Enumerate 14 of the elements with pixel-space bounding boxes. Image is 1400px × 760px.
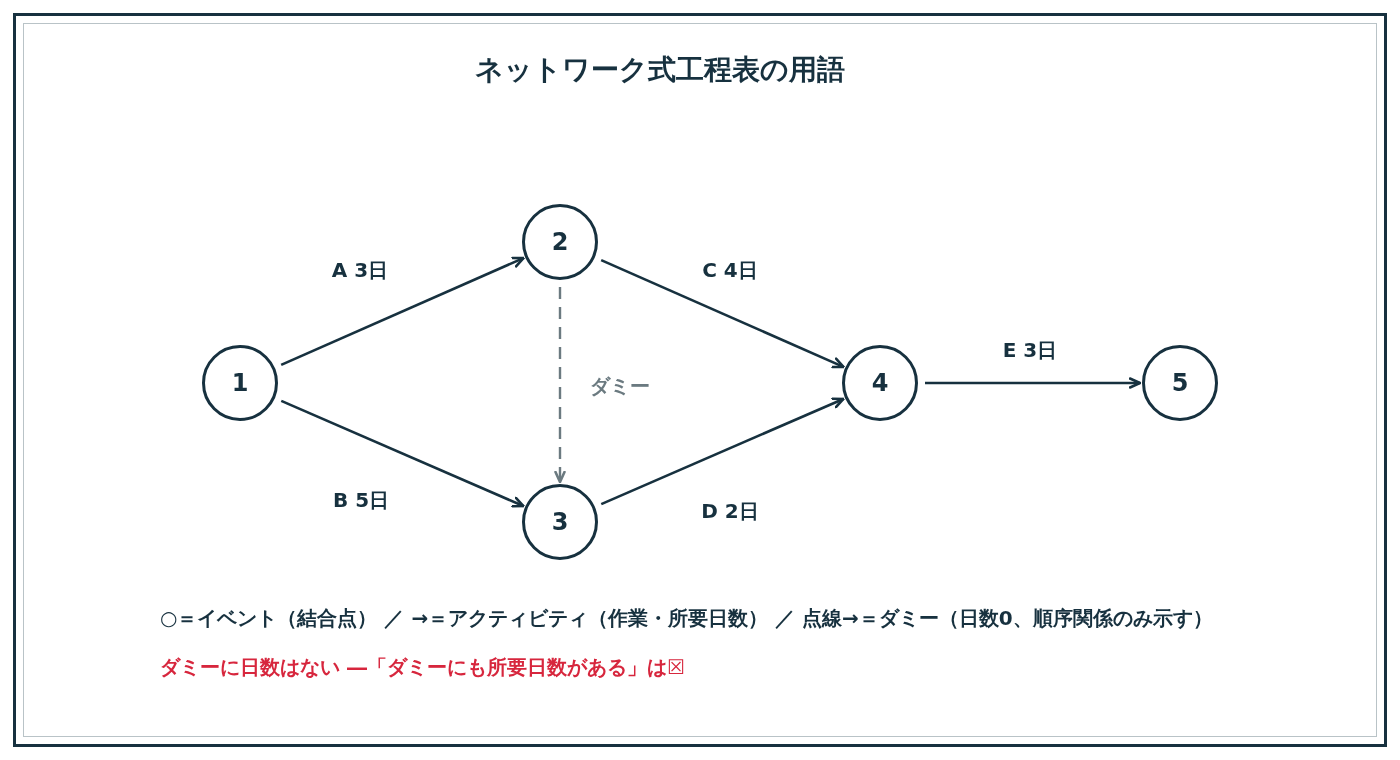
arrow [925, 377, 1142, 389]
arrow [280, 399, 525, 508]
event-circle: 2 [522, 204, 598, 280]
arrow [600, 397, 845, 506]
event-circle: 4 [842, 345, 918, 421]
note-text: ダミーに日数はない ―「ダミーにも所要日数がある」は☒ [160, 655, 685, 679]
title: ネットワーク式工程表の用語 [475, 53, 845, 87]
event-circle: 3 [522, 484, 598, 560]
event-circle: 5 [1142, 345, 1218, 421]
arrow [600, 258, 845, 369]
arrow [554, 287, 566, 484]
key-text: ○＝イベント（結合点） ／ →＝アクティビティ（作業・所要日数） ／ 点線→＝ダミー（日数0、順序関係のみ示す） [160, 606, 1213, 630]
event-circle: 1 [202, 345, 278, 421]
arrow [280, 256, 525, 367]
